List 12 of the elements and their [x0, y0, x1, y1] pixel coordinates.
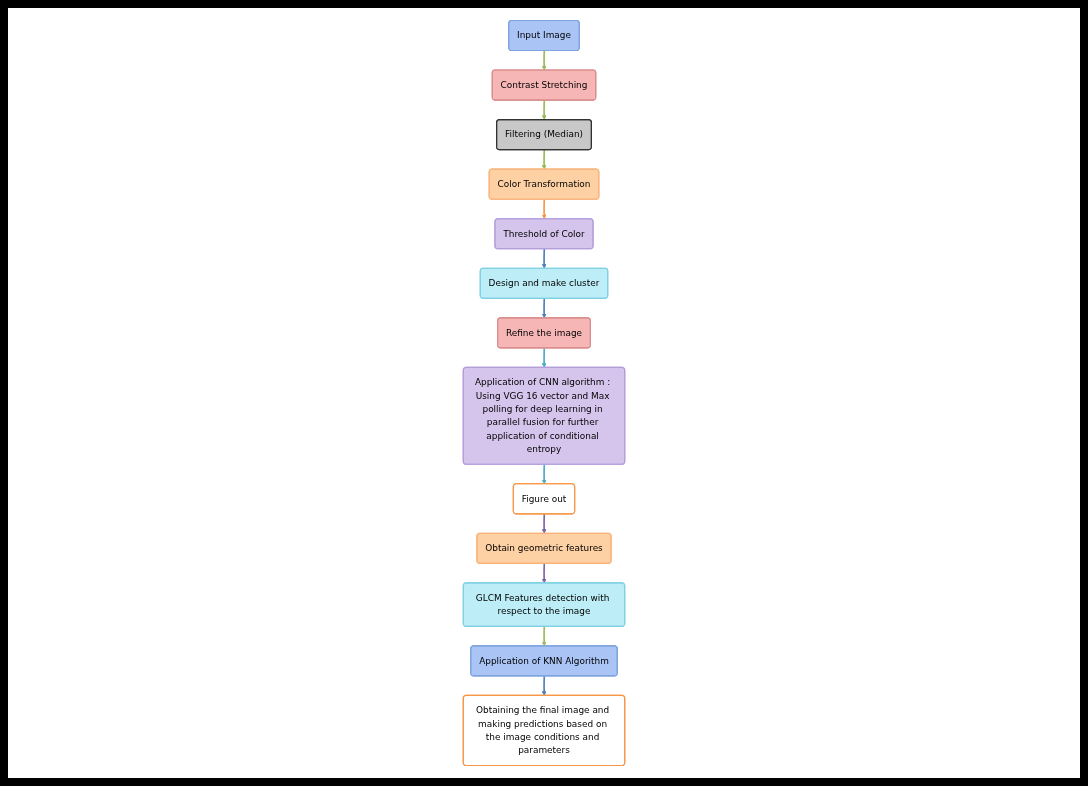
arrow — [541, 49, 547, 71]
arrow — [541, 513, 547, 534]
arrow — [541, 675, 547, 696]
arrow — [541, 99, 547, 121]
arrow — [541, 625, 547, 647]
arrow — [541, 347, 547, 368]
arrow — [541, 297, 547, 319]
arrow — [541, 149, 547, 170]
arrow — [541, 248, 547, 269]
arrow — [541, 562, 547, 584]
arrow — [541, 198, 547, 220]
arrow — [541, 463, 547, 485]
